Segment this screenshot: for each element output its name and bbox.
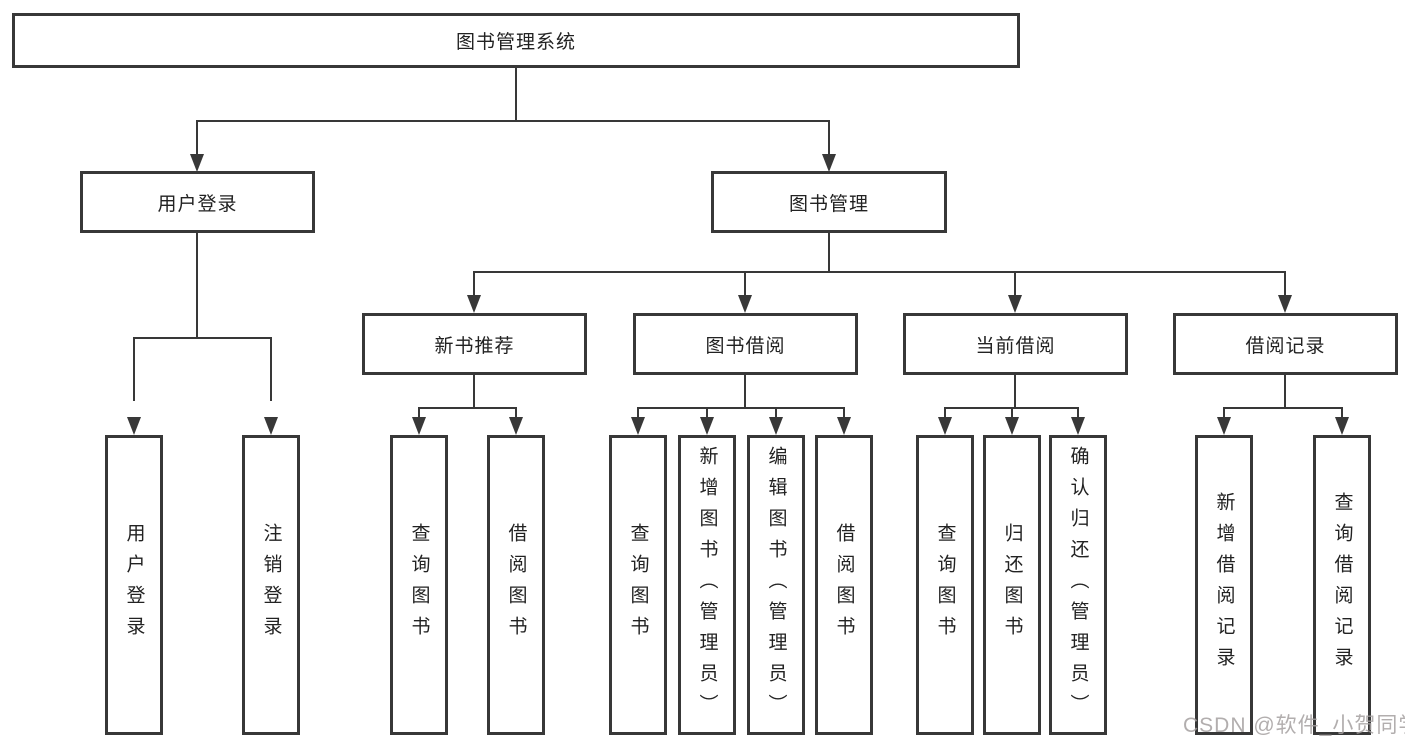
connector-vline <box>843 407 845 419</box>
arrow-down-icon <box>127 417 141 435</box>
leaf-newbooks-borrow-books: 借阅图书 <box>487 435 545 735</box>
arrow-down-icon <box>631 417 645 435</box>
connector-vline <box>133 337 135 401</box>
leaf-logout-label: 注销登录 <box>260 523 282 647</box>
leaf-newbooks-query-books: 查询图书 <box>390 435 448 735</box>
leaf-borrow-query-books: 查询图书 <box>609 435 667 735</box>
connector-vline <box>1341 407 1343 419</box>
arrow-down-icon <box>769 417 783 435</box>
node-current-borrowing: 当前借阅 <box>903 313 1128 375</box>
arrow-down-icon <box>1071 417 1085 435</box>
arrow-down-icon <box>1335 417 1349 435</box>
arrow-down-icon <box>700 417 714 435</box>
node-user-login: 用户登录 <box>80 171 315 233</box>
arrow-down-icon <box>190 154 204 172</box>
arrow-down-icon <box>509 417 523 435</box>
connector-vline <box>1014 271 1016 297</box>
arrow-down-icon <box>1005 417 1019 435</box>
arrow-down-icon <box>822 154 836 172</box>
node-book-borrowing-label: 图书借阅 <box>705 335 786 357</box>
leaf-records-query-record: 查询借阅记录 <box>1313 435 1371 735</box>
node-borrowing-records-label: 借阅记录 <box>1245 335 1326 357</box>
connector-vline <box>418 407 420 419</box>
connector-vline <box>1014 375 1016 407</box>
arrow-down-icon <box>1008 295 1022 313</box>
leaf-user-login: 用户登录 <box>105 435 163 735</box>
arrow-down-icon <box>837 417 851 435</box>
node-new-book-recommend-label: 新书推荐 <box>434 335 515 357</box>
node-current-borrowing-label: 当前借阅 <box>975 335 1056 357</box>
connector-hline <box>133 337 272 339</box>
leaf-borrow-add-books-admin: 新增图书（管理员） <box>678 435 736 735</box>
connector-vline <box>473 375 475 407</box>
connector-vline <box>1223 407 1225 419</box>
connector-vline <box>473 271 475 297</box>
node-book-management: 图书管理 <box>711 171 947 233</box>
connector-vline <box>828 233 830 271</box>
node-user-login-label: 用户登录 <box>157 193 238 215</box>
arrow-down-icon <box>738 295 752 313</box>
leaf-current-return-books: 归还图书 <box>983 435 1041 735</box>
leaf-borrow-edit-books-admin: 编辑图书（管理员） <box>747 435 805 735</box>
connector-vline <box>196 233 198 337</box>
leaf-borrow-borrow-books-label: 借阅图书 <box>833 523 855 647</box>
leaf-borrow-query-books-label: 查询图书 <box>627 523 649 647</box>
leaf-newbooks-query-books-label: 查询图书 <box>408 523 430 647</box>
leaf-borrow-edit-books-admin-label: 编辑图书（管理员） <box>765 445 787 725</box>
node-root-label: 图书管理系统 <box>455 32 576 53</box>
node-new-book-recommend: 新书推荐 <box>362 313 587 375</box>
csdn-watermark: CSDN @软件_小贺同学 <box>1183 714 1405 737</box>
leaf-records-add-record-label: 新增借阅记录 <box>1213 492 1235 678</box>
leaf-borrow-borrow-books: 借阅图书 <box>815 435 873 735</box>
arrow-down-icon <box>1217 417 1231 435</box>
node-root: 图书管理系统 <box>12 13 1020 68</box>
leaf-current-return-books-label: 归还图书 <box>1001 523 1023 647</box>
arrow-down-icon <box>264 417 278 435</box>
connector-vline <box>637 407 639 419</box>
connector-vline <box>744 375 746 407</box>
connector-vline <box>515 68 517 121</box>
connector-vline <box>1077 407 1079 419</box>
connector-vline <box>1284 375 1286 407</box>
leaf-borrow-add-books-admin-label: 新增图书（管理员） <box>696 445 718 725</box>
connector-vline <box>270 337 272 401</box>
connector-hline <box>196 120 830 122</box>
connector-hline <box>1223 407 1343 409</box>
connector-vline <box>1284 271 1286 297</box>
node-book-management-label: 图书管理 <box>788 193 869 215</box>
leaf-current-confirm-return-admin: 确认归还（管理员） <box>1049 435 1107 735</box>
leaf-current-confirm-return-admin-label: 确认归还（管理员） <box>1067 445 1089 725</box>
connector-vline <box>706 407 708 419</box>
leaf-current-query-books: 查询图书 <box>916 435 974 735</box>
arrow-down-icon <box>938 417 952 435</box>
connector-hline <box>418 407 517 409</box>
leaf-user-login-label: 用户登录 <box>123 523 145 647</box>
connector-hline <box>637 407 845 409</box>
connector-vline <box>744 271 746 297</box>
node-book-borrowing: 图书借阅 <box>633 313 858 375</box>
arrow-down-icon <box>1278 295 1292 313</box>
connector-vline <box>944 407 946 419</box>
connector-vline <box>828 120 830 158</box>
connector-vline <box>775 407 777 419</box>
arrow-down-icon <box>467 295 481 313</box>
leaf-records-add-record: 新增借阅记录 <box>1195 435 1253 735</box>
arrow-down-icon <box>412 417 426 435</box>
leaf-logout: 注销登录 <box>242 435 300 735</box>
leaf-newbooks-borrow-books-label: 借阅图书 <box>505 523 527 647</box>
connector-vline <box>196 120 198 158</box>
connector-hline <box>473 271 1286 273</box>
connector-vline <box>1011 407 1013 419</box>
leaf-current-query-books-label: 查询图书 <box>934 523 956 647</box>
leaf-records-query-record-label: 查询借阅记录 <box>1331 492 1353 678</box>
node-borrowing-records: 借阅记录 <box>1173 313 1398 375</box>
connector-vline <box>515 407 517 419</box>
